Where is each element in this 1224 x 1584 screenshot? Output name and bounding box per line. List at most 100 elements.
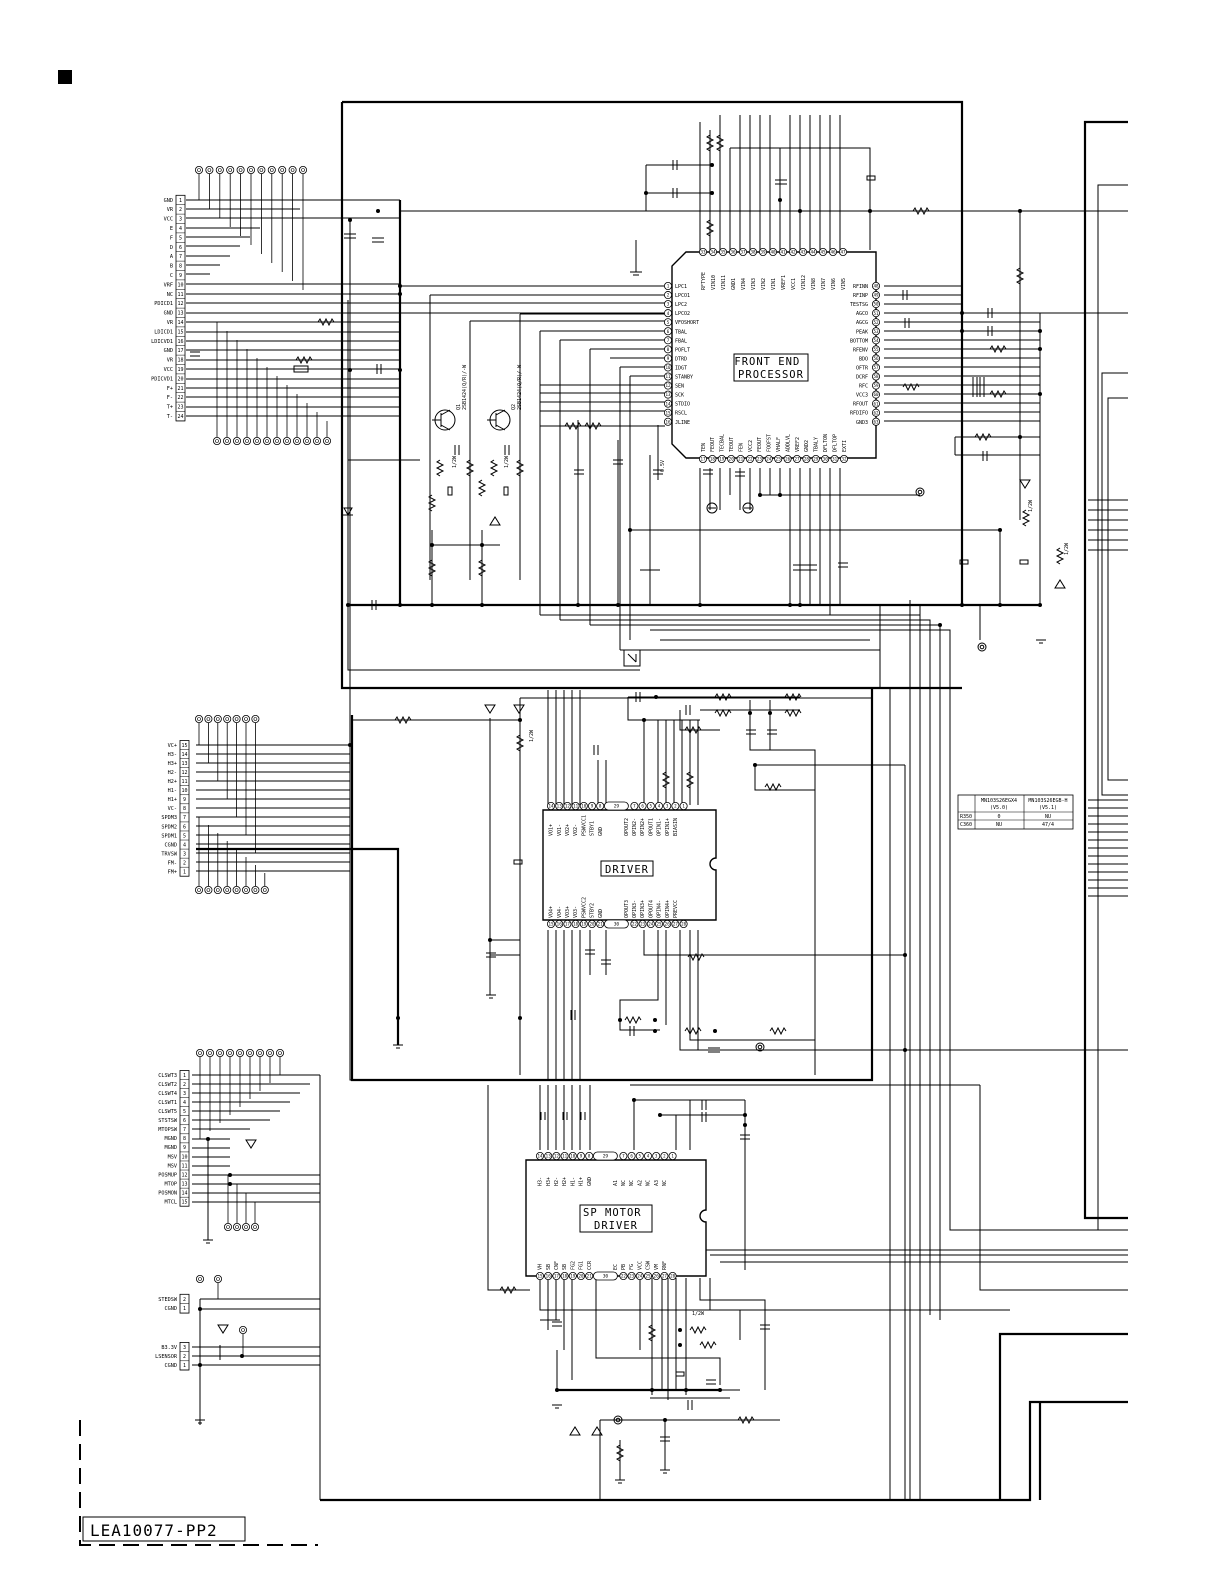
fep-left-pin-label: STDIO <box>675 402 690 408</box>
sp-top-pin <box>544 1152 553 1161</box>
connector-cn3-pin-label: CLSWT2 <box>158 1082 177 1088</box>
fep-right-pin-number: 59 <box>873 383 879 388</box>
driver-top-pin-number: 14 <box>548 804 554 809</box>
connector-cn2-pin-number: 12 <box>181 770 187 776</box>
sp-top-pin <box>577 1152 586 1161</box>
fep-left-pin-label: DTRD <box>675 356 687 362</box>
fep-top-pin <box>759 247 768 256</box>
connector-cn3-pin-label: CLSWT1 <box>158 1100 177 1106</box>
test-point <box>242 436 251 445</box>
driver-top-pin-label: OPOUT1 <box>648 818 654 836</box>
fep-right-pin <box>872 417 881 426</box>
fep-bottom-pin-number: 28 <box>804 457 810 462</box>
test-point <box>292 436 301 445</box>
driver-bottom-pin <box>630 920 639 929</box>
sp-top-pin-label: H1- <box>570 1177 576 1186</box>
test-point-inner <box>295 439 299 443</box>
connector-cn3-pin-number: 9 <box>183 1145 186 1151</box>
fep-left-pin-number: 5 <box>667 320 670 325</box>
fep-bottom-pin-number: 18 <box>710 457 716 462</box>
test-point <box>278 165 287 174</box>
connector-cn2-pin-number: 3 <box>183 851 186 857</box>
fep-left-pin-label: VFOSHORT <box>675 320 699 326</box>
fep-left-pin-label: FBAL <box>675 338 687 344</box>
fep-top-pin <box>699 247 708 256</box>
fep-left-pin-number: 1 <box>667 284 670 289</box>
fep-right-pin <box>872 318 881 327</box>
fep-right-pin-label: BOTTOM <box>850 338 868 344</box>
connector-cn3-pin-label: MSV <box>168 1154 177 1160</box>
connector-cn2-pin-number: 1 <box>183 870 186 876</box>
test-point-inner <box>305 439 309 443</box>
note-1-2w-c: 1/2W <box>1028 499 1034 512</box>
fep-bottom-pin <box>840 454 849 463</box>
driver-top-pin-label: VO1- <box>557 824 563 836</box>
connector-cn1-pin-number: 7 <box>179 254 182 260</box>
sp-bottom-pin-label: FG <box>629 1264 635 1270</box>
test-point-inner <box>275 439 279 443</box>
sp-top-pin-label: H3+ <box>546 1177 552 1186</box>
test-point <box>232 436 241 445</box>
connector-cn1-pin-number: 3 <box>179 217 182 223</box>
fep-right-pin <box>872 345 881 354</box>
fep-right-pin <box>872 399 881 408</box>
test-point-inner <box>225 717 229 721</box>
test-point <box>241 715 250 724</box>
test-point-inner <box>253 717 258 721</box>
driver-top-pin-label: OPIN2- <box>632 818 638 836</box>
variant-row-r350-v50: 0 <box>997 814 1000 820</box>
test-point <box>312 436 321 445</box>
test-point-inner <box>228 1051 232 1055</box>
driver-top-pin-label: VO2+ <box>565 824 571 836</box>
connector-cn3-pin-number: 12 <box>181 1172 187 1178</box>
fep-bottom-pin-label: DFLTOP <box>832 434 838 452</box>
fep-top-pin-label: RFTYPE <box>701 272 707 290</box>
test-point <box>255 1049 264 1058</box>
sp-tab <box>593 1151 618 1161</box>
test-point-inner <box>218 168 222 172</box>
fep-top-pin-label: VIN4 <box>741 278 747 290</box>
test-point <box>194 886 203 895</box>
fep-bottom-pin <box>746 454 755 463</box>
resistors <box>293 134 1065 1462</box>
fep-top-pin <box>839 247 848 256</box>
connector-cn2-pin-number: 9 <box>183 797 186 803</box>
fep-bottom-pin-label: TEN <box>701 443 707 452</box>
driver-bottom-pin <box>646 920 655 929</box>
driver-top-pin-number: 13 <box>557 804 563 809</box>
test-point-inner <box>226 1225 230 1229</box>
fep-left-pin <box>664 417 673 426</box>
test-point <box>288 165 297 174</box>
fep-left-pin-label: IDGT <box>675 365 687 371</box>
fep-right-pin-label: GND3 <box>856 420 868 426</box>
test-point <box>245 1049 254 1058</box>
fep-left-pin-number: 8 <box>667 347 670 352</box>
driver-top-pin <box>630 802 639 811</box>
driver-top-pin <box>663 802 672 811</box>
connector-cn5-pin-number: 2 <box>183 1354 186 1360</box>
connector-cn3-pin-number: 8 <box>183 1136 186 1142</box>
driver-bottom-pin <box>547 920 556 929</box>
fep-bottom-pin <box>793 454 802 463</box>
test-point <box>236 165 245 174</box>
test-point-inner <box>206 888 211 892</box>
driver-top-pin-number: 8 <box>599 804 602 809</box>
test-point-inner <box>218 1051 222 1055</box>
connector-cn1-pin-number: 12 <box>177 301 183 307</box>
sp-top-pin-number: 10 <box>570 1154 576 1159</box>
connector-cn2-pin-label: H3+ <box>168 761 177 767</box>
fep-bottom-pin-number: 23 <box>757 457 763 462</box>
test-point-inner <box>325 439 329 443</box>
test-point-inner <box>244 888 248 892</box>
sp-bottom-pin <box>560 1272 569 1281</box>
fep-right-pin <box>872 327 881 336</box>
connector-cn1-pin-label: T+ <box>167 405 173 411</box>
sp-bottom-pin-label: PB <box>621 1264 627 1270</box>
sp-bottom-pin <box>585 1272 594 1281</box>
fep-top-pin <box>709 247 718 256</box>
fep-bottom-pin-number: 32 <box>841 457 847 462</box>
test-point <box>260 886 269 895</box>
driver-top-pin-number: 7 <box>633 804 636 809</box>
sp-top-pin-number: 7 <box>622 1154 625 1159</box>
